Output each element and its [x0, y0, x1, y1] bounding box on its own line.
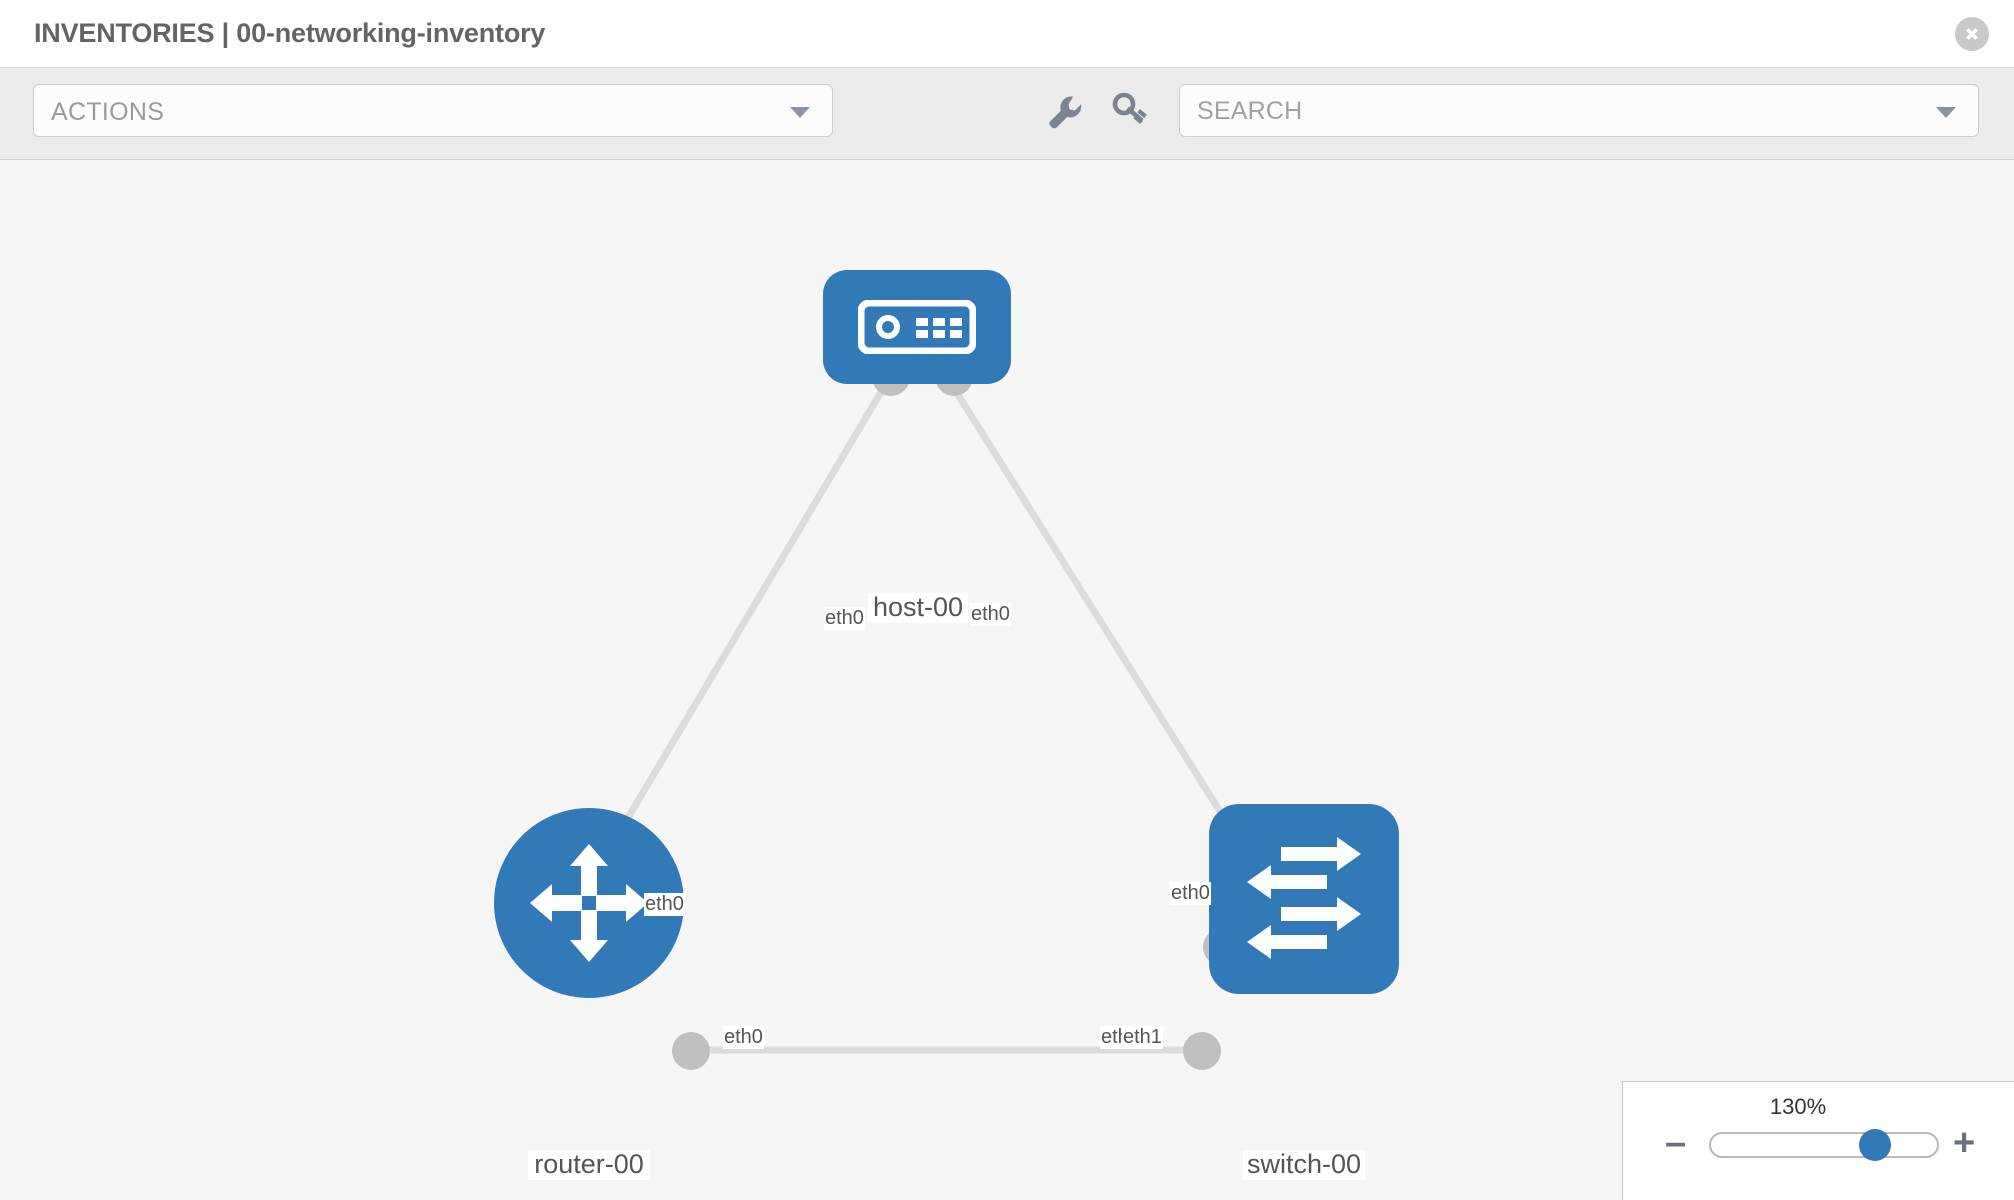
anchor-switch00-west [1183, 1032, 1221, 1070]
page-title: INVENTORIES | 00-networking-inventory [34, 18, 546, 48]
host-00-shape [823, 270, 1011, 384]
link-host00-switch00 [947, 380, 1241, 842]
page-header: INVENTORIES | 00-networking-inventory [0, 0, 2014, 68]
edge-label-host00-right: eth0 [970, 603, 1011, 626]
close-icon[interactable] [1955, 17, 1989, 51]
edge-label-router00-north: eth0 [644, 893, 685, 916]
zoom-slider-track[interactable] [1709, 1132, 1939, 1158]
edge-label-host00-left: eth0 [824, 607, 865, 630]
chevron-down-icon[interactable] [1936, 107, 1956, 118]
link-host00-router00 [606, 380, 891, 850]
anchor-router00-east [672, 1032, 710, 1070]
switch-arrows-icon [1247, 837, 1361, 959]
edge-label-router00-east: eth0 [723, 1026, 764, 1049]
zoom-slider-thumb[interactable] [1859, 1129, 1891, 1161]
zoom-control-panel: 130% – + [1622, 1081, 2014, 1200]
minus-icon[interactable]: – [1665, 1122, 1687, 1164]
topology-canvas[interactable]: router-00 --> switch-00 --> switch-00 --… [0, 160, 2014, 1200]
chevron-down-icon [790, 107, 810, 118]
node-switch-00-label: switch-00 [1243, 1149, 1365, 1180]
server-icon [858, 300, 976, 354]
edge-label-switch00-west-eth1: eth1 [1122, 1026, 1163, 1049]
search-input[interactable]: SEARCH [1179, 84, 1979, 137]
actions-dropdown[interactable]: ACTIONS [33, 84, 833, 137]
zoom-percent-label: 130% [1769, 1094, 1827, 1119]
node-switch-00[interactable] [1209, 804, 1399, 994]
node-host-00-label: host-00 [868, 592, 968, 623]
actions-dropdown-label: ACTIONS [51, 98, 165, 126]
wrench-icon[interactable] [1042, 90, 1084, 132]
node-router-00-label: router-00 [528, 1149, 650, 1180]
router-arrows-icon [530, 844, 648, 962]
key-icon[interactable] [1110, 90, 1152, 132]
topology-links: router-00 --> switch-00 --> switch-00 --… [606, 380, 1241, 1054]
switch-00-shape [1209, 804, 1399, 994]
search-placeholder: SEARCH [1197, 97, 1303, 125]
node-host-00[interactable] [823, 270, 1011, 384]
edge-label-switch00-north: eth0 [1170, 882, 1211, 905]
plus-icon[interactable]: + [1953, 1122, 1976, 1164]
